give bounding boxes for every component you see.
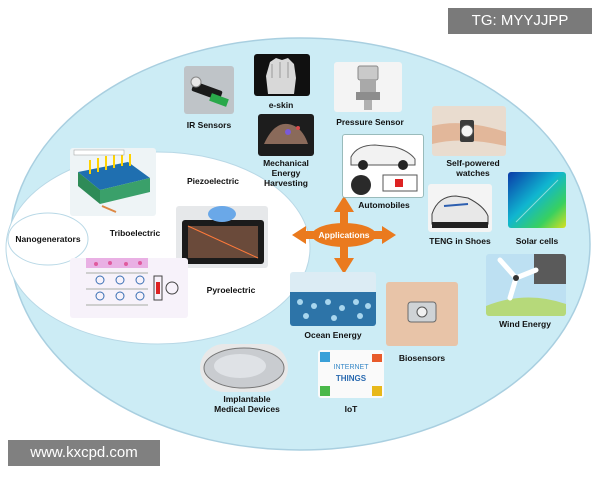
piezoelectric-figure — [70, 148, 156, 216]
applications-arrows — [292, 196, 396, 274]
iot-word-internet: INTERNET — [333, 364, 369, 371]
wind-energy-label: Wind Energy — [499, 319, 551, 329]
e-skin-label: e-skin — [268, 100, 294, 110]
e-skin-figure — [254, 54, 310, 96]
pyroelectric-figure — [70, 258, 188, 318]
triboelectric-figure — [176, 206, 268, 268]
nanogenerators-label: Nanogenerators — [15, 234, 81, 244]
piezoelectric-label: Piezoelectric — [187, 176, 239, 186]
biosensors-label: Biosensors — [398, 353, 446, 363]
ir-sensors-label: IR Sensors — [186, 120, 232, 130]
watches-label: Self-powered watches — [446, 158, 500, 178]
iot-label: IoT — [344, 404, 358, 414]
shoe-figure — [428, 184, 492, 232]
pressure-sensor-label: Pressure Sensor — [336, 117, 404, 127]
center-label: Applications — [318, 230, 370, 240]
ocean-energy-figure — [290, 272, 376, 326]
implantable-label: Implantable Medical Devices — [214, 394, 280, 414]
automobiles-label: Automobiles — [358, 200, 410, 210]
solar-cells-label: Solar cells — [515, 236, 559, 246]
ocean-energy-label: Ocean Energy — [304, 330, 362, 340]
watermark-bottom: www.kxcpd.com — [8, 440, 160, 466]
watch-figure — [432, 106, 506, 156]
mechanical-harvesting-label: Mechanical Energy Harvesting — [263, 158, 309, 188]
nanogenerators-bubble — [7, 212, 89, 266]
triboelectric-label: Triboelectric — [109, 228, 161, 238]
ir-sensor-figure — [184, 66, 234, 114]
implantable-device-figure — [200, 344, 288, 392]
solar-cells-figure — [508, 172, 566, 228]
biosensors-figure — [386, 282, 458, 346]
iot-word-things: THINGS — [335, 374, 367, 383]
pressure-sensor-figure — [334, 62, 402, 112]
mechanical-harvesting-figure — [258, 114, 314, 156]
pyroelectric-label: Pyroelectric — [206, 285, 256, 295]
iot-figure: INTERNET THINGS — [318, 350, 384, 398]
teng-shoes-label: TENG in Shoes — [429, 236, 491, 246]
automobiles-figure — [342, 134, 424, 198]
wind-energy-figure — [486, 254, 566, 316]
watermark-top: TG: MYYJJPP — [448, 8, 592, 34]
